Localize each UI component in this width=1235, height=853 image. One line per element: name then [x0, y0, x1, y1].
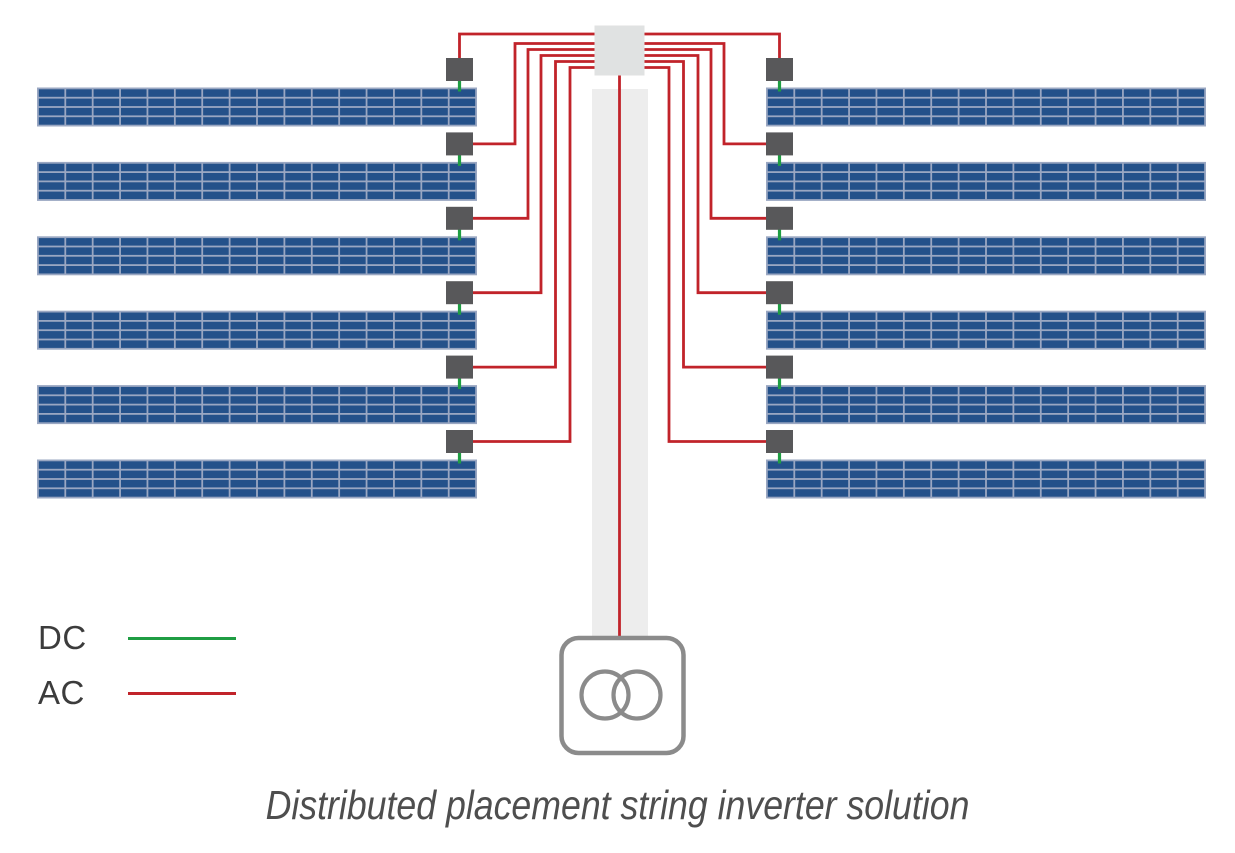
solar-panel-string-left-6 — [37, 459, 477, 499]
legend-label-ac: AC — [38, 674, 85, 711]
solar-panel-string-left-2 — [37, 161, 477, 201]
solar-panel-string-right-3 — [766, 236, 1206, 276]
solar-panel-string-left-5 — [37, 385, 477, 425]
legend-row-ac: AC — [38, 674, 236, 712]
solar-panel-string-right-6 — [766, 459, 1206, 499]
legend-row-dc: DC — [38, 619, 236, 657]
string-inverter-left-3 — [446, 206, 473, 230]
string-inverter-right-1 — [766, 58, 793, 81]
solar-panel-string-left-4 — [37, 310, 477, 350]
solar-panel-string-right-2 — [766, 161, 1206, 201]
combiner-box — [594, 25, 645, 76]
string-inverter-left-6 — [446, 430, 473, 453]
string-inverter-right-4 — [766, 281, 793, 305]
string-inverter-left-5 — [446, 355, 473, 379]
caption-text: Distributed placement string inverter so… — [265, 782, 970, 828]
caption: Distributed placement string inverter so… — [0, 782, 1235, 829]
solar-panel-string-left-1 — [37, 87, 477, 127]
string-inverter-right-5 — [766, 355, 793, 379]
solar-panel-string-right-5 — [766, 385, 1206, 425]
solar-panel-string-right-4 — [766, 310, 1206, 350]
solar-panel-string-left-3 — [37, 236, 477, 276]
string-inverter-right-6 — [766, 430, 793, 453]
string-inverter-right-3 — [766, 206, 793, 230]
transformer-icon — [559, 635, 686, 756]
string-inverter-left-4 — [446, 281, 473, 305]
string-inverter-left-1 — [446, 58, 473, 81]
solar-panel-string-right-1 — [766, 87, 1206, 127]
legend: DC AC — [38, 619, 236, 712]
legend-label-dc: DC — [38, 619, 87, 656]
string-inverter-left-2 — [446, 132, 473, 156]
dc-line-swatch — [128, 636, 236, 640]
ac-line-swatch — [128, 691, 236, 695]
string-inverter-right-2 — [766, 132, 793, 156]
